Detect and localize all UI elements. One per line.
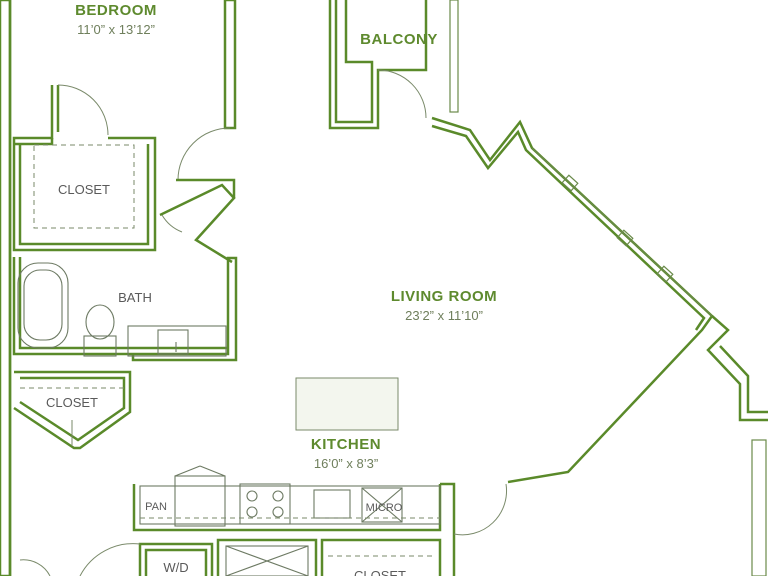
living-room-label: LIVING ROOM [391,288,497,305]
bottom-rooms [19,538,442,576]
kitchen-sink [313,489,351,519]
bath-label: BATH [118,290,152,305]
bedroom-walls [0,0,237,576]
living-room-dimensions: 23’2” x 11’10” [405,308,483,323]
bath-room-walls [12,256,238,362]
micro-label: MICRO [366,502,403,514]
balcony-walls [328,0,459,130]
bedroom-dimensions: 11’0” x 13’12” [77,22,155,37]
kitchen-dimensions: 16’0” x 8’3” [314,456,378,471]
fridge [174,475,226,527]
kitchen-label: KITCHEN [311,436,381,453]
kitchen-island [295,377,399,431]
stove [239,483,291,525]
hall-closet [13,370,132,450]
living-window-wall [431,116,768,576]
balcony-label: BALCONY [360,31,438,48]
bedroom-closet [12,84,157,252]
bedroom-doors [159,127,236,264]
bedroom-label: BEDROOM [75,2,157,19]
pantry-label: PAN [145,501,167,513]
microwave [361,487,403,523]
hall-closet-label: CLOSET [46,395,98,410]
washer-dryer-label: W/D [163,560,188,575]
bottom-closet-label: CLOSET [354,568,406,576]
bedroom-closet-label: CLOSET [58,182,110,197]
kitchen-area [132,377,508,576]
